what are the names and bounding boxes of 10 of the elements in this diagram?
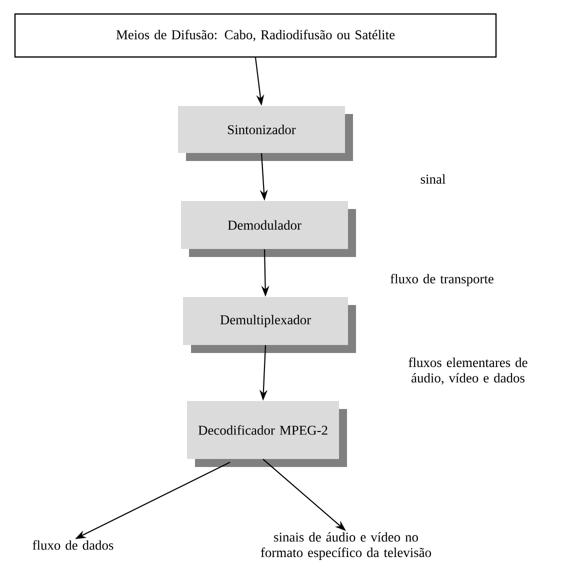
process-box: Demultiplexador bbox=[183, 297, 356, 353]
source-box: Meios de Difusão: Cabo, Radiodifusão ou Satélite bbox=[14, 13, 497, 58]
output-text: sinais de áudio e vídeo no formato específico da televisão bbox=[260, 532, 432, 560]
signal-label: fluxos elementares de áudio, vídeo e dados bbox=[408, 358, 528, 384]
signal-label: sinal bbox=[420, 174, 446, 184]
process-box: Demodulador bbox=[181, 201, 356, 257]
process-box: Sintonizador bbox=[178, 106, 353, 161]
process-box: Decodificador MPEG-2 bbox=[187, 401, 347, 467]
signal-label: fluxo de transporte bbox=[390, 274, 494, 286]
output-text: fluxo de dados bbox=[32, 540, 114, 550]
